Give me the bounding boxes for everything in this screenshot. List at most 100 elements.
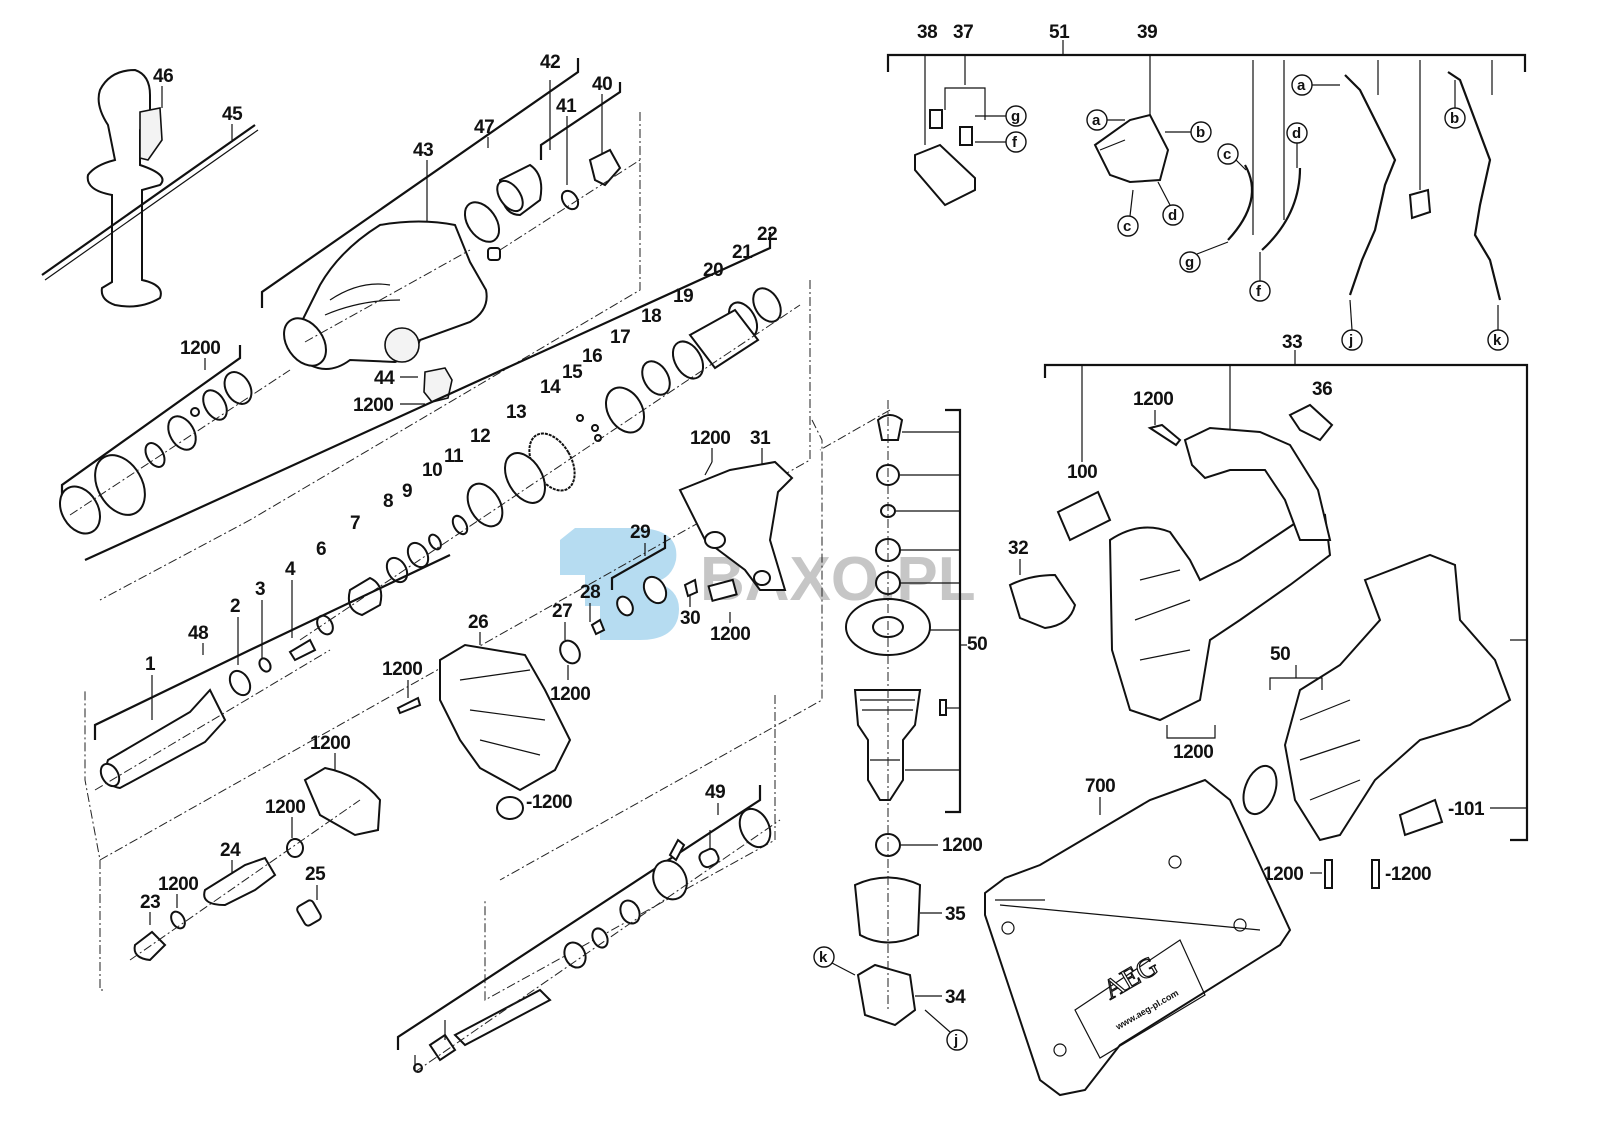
- part-label: 1200: [180, 338, 220, 359]
- part-label: 49: [705, 782, 725, 803]
- connector-j: j: [1341, 299, 1363, 351]
- part-label: 19: [673, 286, 693, 307]
- part-label: 24: [220, 840, 241, 861]
- connector-callouts: g f a b c d c g d f a b j k k j: [813, 74, 1509, 1051]
- svg-text:g: g: [1185, 254, 1194, 271]
- part-label: 21: [732, 242, 753, 263]
- part-label: 13: [506, 402, 526, 423]
- part-label: 45: [222, 104, 243, 125]
- striker-part: [203, 856, 277, 907]
- part-label: 30: [680, 608, 700, 629]
- part-label: 22: [757, 224, 777, 245]
- part-label: 39: [1137, 22, 1157, 43]
- part-label: 1200: [710, 624, 750, 645]
- label-100-part: [1056, 490, 1112, 542]
- part-label: 40: [592, 74, 612, 95]
- ferrite-part: [1408, 188, 1432, 220]
- chuck-ring-group: 1200: [59, 338, 291, 535]
- part-label: 3: [255, 579, 265, 600]
- part-label: 47: [474, 117, 494, 138]
- terminal-block-part: [914, 143, 976, 207]
- connector-k: k: [813, 946, 856, 976]
- part-label: 18: [641, 306, 661, 327]
- connector-a: a: [1291, 74, 1340, 96]
- part-label: 51: [1049, 22, 1070, 43]
- svg-text:a: a: [1297, 77, 1306, 94]
- gasket-plate-part: [688, 308, 760, 370]
- wobble-bearing-part: [652, 859, 688, 901]
- part-label: 28: [580, 582, 600, 603]
- part-label: 1200: [690, 428, 730, 449]
- part-label: 1200: [1133, 389, 1173, 410]
- housing-group: 33 1200 36 100 32 50 1200 700 -101 1200: [1008, 332, 1529, 889]
- part-label: 25: [305, 864, 326, 885]
- gearbox-housing-part: [439, 643, 572, 792]
- connector-b: b: [1444, 80, 1466, 129]
- motor-cap-part: [1008, 573, 1077, 630]
- part-label: 27: [552, 601, 572, 622]
- part-label: 8: [383, 491, 393, 512]
- svg-text:f: f: [1256, 283, 1262, 300]
- intermediate-shaft-group: 49: [396, 782, 781, 1073]
- svg-text:b: b: [1450, 110, 1459, 127]
- side-handle-part: [86, 68, 164, 308]
- wire-part: [1344, 74, 1397, 296]
- gear-row-group: 22 21 20 19 18 17 16 15 14 13 12 11 10 9…: [84, 224, 801, 641]
- connector-j: j: [924, 1009, 968, 1051]
- housing-left-part: [1108, 513, 1332, 722]
- connector-d: d: [1286, 122, 1308, 168]
- part-label: 34: [945, 987, 966, 1008]
- part-label: 29: [630, 522, 650, 543]
- part-label: 1200: [310, 733, 350, 754]
- carry-case-group: 700 35 AEG www.aeg-pl.com: [984, 778, 1292, 1097]
- part-label: 37: [953, 22, 973, 43]
- part-label: 15: [562, 362, 583, 383]
- part-label: 14: [540, 377, 561, 398]
- brush-holder-part: [856, 963, 917, 1027]
- depth-rod-part: [41, 124, 256, 276]
- connector-a: a: [1086, 109, 1125, 131]
- part-label: -101: [1448, 799, 1485, 820]
- part-label: 44: [374, 368, 395, 389]
- part-label: 1200: [1263, 864, 1303, 885]
- svg-text:b: b: [1196, 124, 1205, 141]
- part-label: 35: [945, 904, 966, 925]
- connector-c: c: [1217, 143, 1247, 171]
- motor-group: 50 50 1200 35 34: [845, 400, 988, 1027]
- part-label: 1: [145, 654, 156, 675]
- part-label: 50: [1270, 644, 1290, 665]
- label-101-part: [1398, 798, 1444, 837]
- striker-group: 1200 24 25 1200 23: [129, 797, 361, 962]
- switch-part: [1093, 113, 1170, 184]
- barrel-group: 48 1 2 3 4 6: [93, 539, 451, 791]
- connector-f: f: [975, 131, 1027, 153]
- svg-text:j: j: [1348, 332, 1353, 349]
- svg-text:c: c: [1123, 218, 1131, 235]
- part-label: 6: [316, 539, 326, 560]
- part-label: 10: [422, 460, 442, 481]
- svg-text:f: f: [1012, 134, 1018, 151]
- part-label: 11: [444, 446, 464, 467]
- svg-text:g: g: [1011, 108, 1020, 125]
- part-label: 4: [285, 559, 296, 580]
- wire-part: [1261, 167, 1302, 251]
- carry-case-part: [984, 778, 1292, 1097]
- connector-d: d: [1157, 181, 1184, 226]
- svg-text:c: c: [1223, 146, 1231, 163]
- connector-g: g: [975, 105, 1027, 127]
- part-label: 1200: [382, 659, 422, 680]
- part-label: 20: [703, 260, 723, 281]
- part-label: 16: [582, 346, 602, 367]
- side-handle-group: 46 45: [41, 66, 259, 308]
- motor-plug-part: [876, 414, 904, 441]
- gearbox-group: 26 1200 1200 -1200 1200: [303, 612, 591, 837]
- motor-flange-part: [678, 460, 794, 591]
- svg-text:a: a: [1092, 112, 1101, 129]
- case-label-panel: [1074, 939, 1206, 1059]
- part-label: 1200: [353, 395, 393, 416]
- selector-knob-part: [423, 367, 453, 403]
- housing-right-part: [1283, 553, 1512, 842]
- part-label: 17: [610, 327, 630, 348]
